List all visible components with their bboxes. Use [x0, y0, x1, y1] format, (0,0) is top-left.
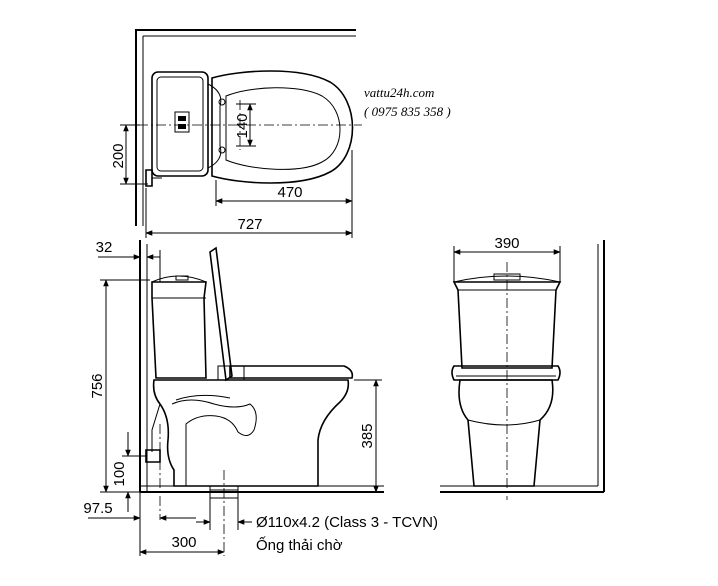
dim-200-label: 200: [110, 143, 127, 168]
dim-385-label: 385: [359, 423, 376, 448]
front-view-bowl: [458, 379, 554, 487]
inlet-valve-side: [145, 449, 161, 463]
top-view-bowl: [211, 70, 354, 184]
dim-727-label: 727: [237, 216, 262, 233]
top-view: 200 140 470 727: [110, 29, 362, 238]
pipe-spec-note: Ø110x4.2 (Class 3 - TCVN): [256, 514, 438, 531]
watermark-site: vattu24h.com: [364, 85, 434, 100]
front-view: 390: [440, 235, 605, 500]
watermark-phone: ( 0975 835 358 ): [364, 104, 451, 119]
inlet-pipe-side: [151, 403, 161, 452]
seat-lid: [209, 246, 233, 382]
side-view-bowl: [152, 379, 350, 487]
dim-470-label: 470: [277, 184, 302, 201]
dim-100-label: 100: [111, 461, 128, 486]
watermark: vattu24h.com ( 0975 835 358 ): [364, 85, 451, 119]
top-view-tank: [151, 71, 209, 177]
side-view-seat: [229, 365, 354, 379]
dim-97-5-label: 97.5: [83, 500, 112, 517]
side-view: 32 756 100 385 97.5 300: [83, 239, 384, 556]
side-view-tank: [151, 281, 207, 379]
inlet-valve-top: [145, 169, 153, 187]
flush-button-top: [174, 111, 190, 133]
pipe-label-note: Ống thải chờ: [256, 536, 343, 554]
dim-140-label: 140: [234, 113, 251, 138]
front-view-seat: [451, 365, 561, 381]
dim-32-label: 32: [96, 239, 113, 256]
dim-756-label: 756: [89, 373, 106, 398]
dim-390-label: 390: [494, 235, 519, 252]
top-view-wall: [135, 29, 356, 226]
dim-300-label: 300: [171, 534, 196, 551]
